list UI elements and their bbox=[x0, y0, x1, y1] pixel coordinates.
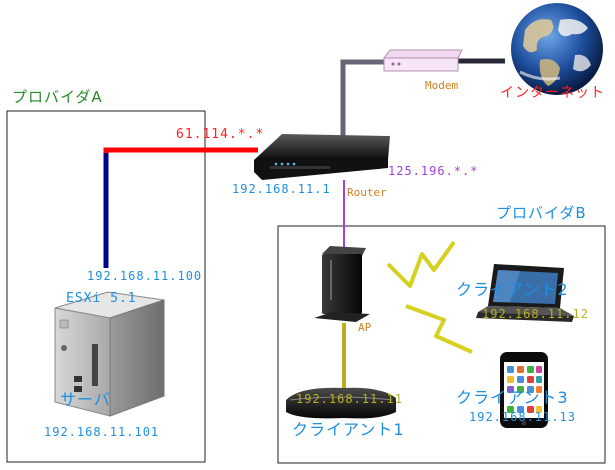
provider-b-box bbox=[277, 225, 606, 464]
client3-label: クライアント3 bbox=[456, 388, 569, 407]
wireless-signal-client2 bbox=[386, 240, 456, 288]
client3-ip: 192.168.11.13 bbox=[469, 410, 576, 424]
client1-label: クライアント1 bbox=[292, 420, 405, 439]
client2-label: クライアント2 bbox=[456, 280, 569, 299]
router-wan-a-ip: 61.114.*.* bbox=[176, 127, 265, 142]
router-modem-link bbox=[340, 59, 386, 146]
provider-b-label: プロバイダB bbox=[496, 204, 587, 222]
ap-label: AP bbox=[358, 321, 372, 334]
router-label: Router bbox=[347, 186, 387, 199]
server-ip: 192.168.11.101 bbox=[44, 425, 160, 439]
provider-a-label: プロバイダA bbox=[12, 88, 103, 106]
server-esxi-label: ESXi 5.1 bbox=[66, 291, 137, 306]
client2-ip: 192.168.11.12 bbox=[482, 307, 589, 321]
wireless-signal-client3 bbox=[405, 304, 473, 354]
client1-ip: 192.168.11.11 bbox=[296, 392, 403, 406]
modem-label: Modem bbox=[425, 79, 459, 92]
router-wan-b-ip: 125.196.*.* bbox=[388, 164, 479, 178]
server-esxi-ip: 192.168.11.100 bbox=[87, 269, 203, 283]
internet-label: インターネット bbox=[500, 85, 605, 101]
router-lan-ip: 192.168.11.1 bbox=[232, 182, 331, 196]
provider-a-box bbox=[6, 110, 206, 463]
server-label: サーバ bbox=[60, 390, 111, 409]
